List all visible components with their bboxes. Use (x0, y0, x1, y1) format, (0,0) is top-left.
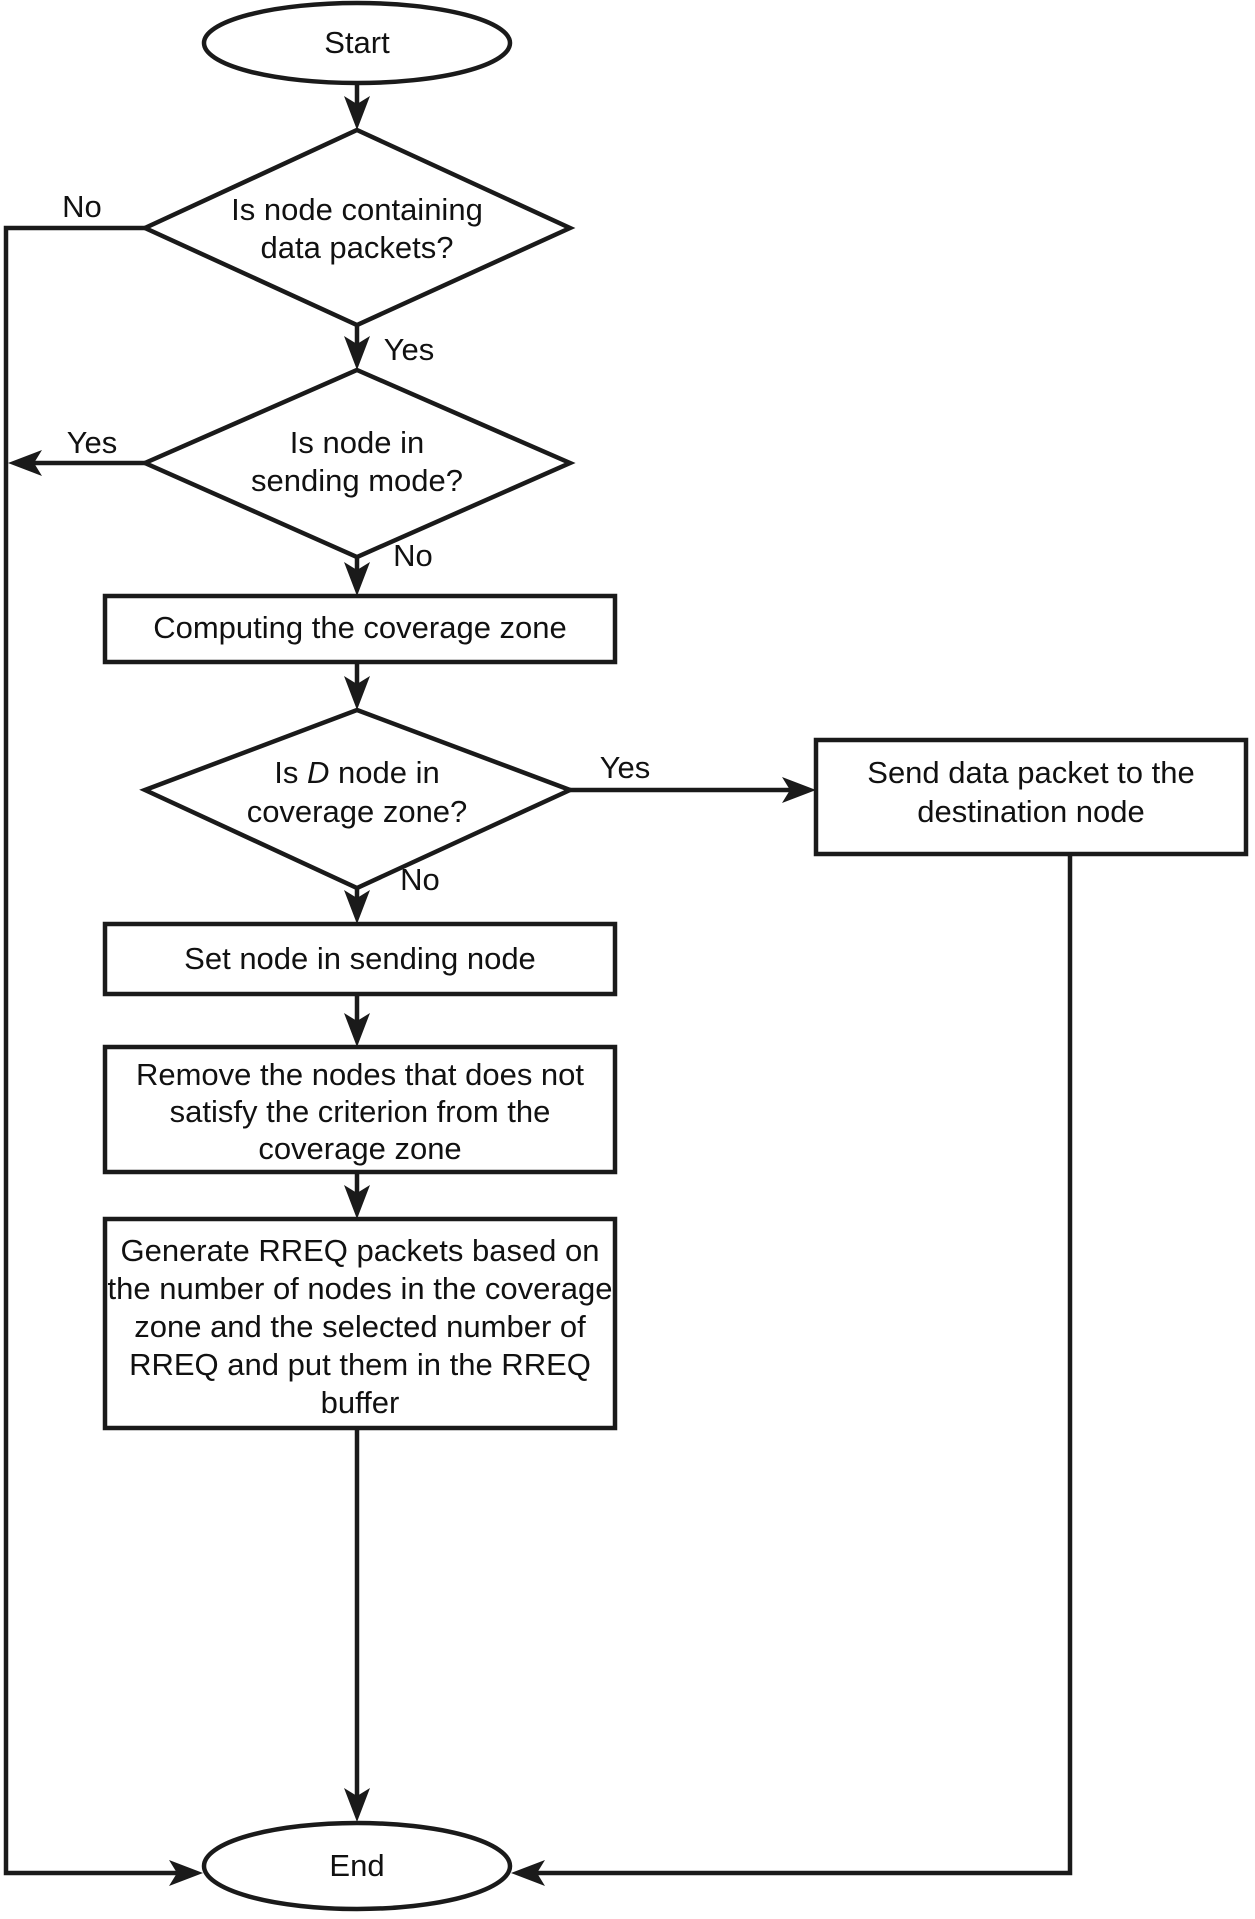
node-remove-nodes: Remove the nodes that does not satisfy t… (102, 1044, 618, 1175)
node-end-label: End (329, 1848, 384, 1883)
node-decision-sending-mode: Is node in sending mode? (139, 367, 576, 560)
connector-remove-nodes-to-generate-rreq (344, 1172, 370, 1219)
node-decision-data-packets: Is node containing data packets? (139, 127, 576, 328)
node-start-label: Start (324, 25, 390, 60)
node-decision-data-packets-line1: Is node containing (231, 192, 483, 227)
node-decision-d-in-zone-line2: coverage zone? (247, 794, 468, 829)
connector-data-packets-no-to-end (3, 225, 203, 1886)
connector-start-to-decision-data-packets (344, 83, 370, 130)
node-compute-zone: Computing the coverage zone (102, 593, 618, 665)
node-start: Start (201, 0, 513, 86)
edge-label-data-packets-yes: Yes (384, 332, 435, 367)
node-set-sending-node: Set node in sending node (102, 921, 618, 997)
edge-label-d-in-zone-yes: Yes (600, 750, 651, 785)
connector-d-in-zone-yes-to-send (570, 777, 816, 803)
node-generate-rreq: Generate RREQ packets based on the numbe… (102, 1216, 618, 1431)
node-end: End (201, 1820, 513, 1912)
node-generate-rreq-line2: the number of nodes in the coverage (108, 1271, 613, 1306)
connector-set-node-to-remove-nodes (344, 994, 370, 1047)
connector-sending-mode-yes-to-end (8, 450, 145, 476)
connector-sending-mode-no-to-compute (344, 557, 370, 596)
connector-d-in-zone-no-to-set-node (344, 888, 370, 924)
edge-label-sending-mode-no: No (393, 538, 433, 573)
node-compute-zone-label: Computing the coverage zone (153, 610, 567, 645)
d-in-zone-line1-variable: D (307, 755, 329, 790)
connector-generate-rreq-to-end (344, 1428, 370, 1822)
node-send-data-packet-line1: Send data packet to the (867, 755, 1194, 790)
edge-label-data-packets-no: No (62, 189, 102, 224)
edge-label-sending-mode-yes: Yes (67, 425, 118, 460)
d-in-zone-line1-prefix: Is (274, 755, 307, 790)
node-generate-rreq-line1: Generate RREQ packets based on (120, 1233, 599, 1268)
node-decision-d-in-zone-line1: Is D node in (274, 755, 439, 790)
node-decision-data-packets-line2: data packets? (260, 230, 453, 265)
node-generate-rreq-line4: RREQ and put them in the RREQ (129, 1347, 591, 1382)
node-decision-sending-mode-line1: Is node in (290, 425, 424, 460)
node-generate-rreq-line5: buffer (321, 1385, 400, 1420)
node-generate-rreq-line3: zone and the selected number of (134, 1309, 586, 1344)
node-decision-d-in-zone: Is D node in coverage zone? (139, 707, 576, 891)
d-in-zone-line1-suffix: node in (329, 755, 439, 790)
node-remove-nodes-line1: Remove the nodes that does not (136, 1057, 584, 1092)
node-send-data-packet-line2: destination node (917, 794, 1145, 829)
connector-send-to-end (511, 854, 1073, 1886)
node-set-sending-node-label: Set node in sending node (184, 941, 536, 976)
connector-compute-to-d-in-zone (344, 662, 370, 710)
node-remove-nodes-line2: satisfy the criterion from the (170, 1094, 551, 1129)
edge-label-d-in-zone-no: No (400, 862, 440, 897)
connector-data-packets-yes-to-sending-mode (344, 325, 370, 370)
node-remove-nodes-line3: coverage zone (258, 1131, 461, 1166)
node-send-data-packet: Send data packet to the destination node (813, 737, 1249, 857)
node-decision-sending-mode-line2: sending mode? (251, 463, 463, 498)
